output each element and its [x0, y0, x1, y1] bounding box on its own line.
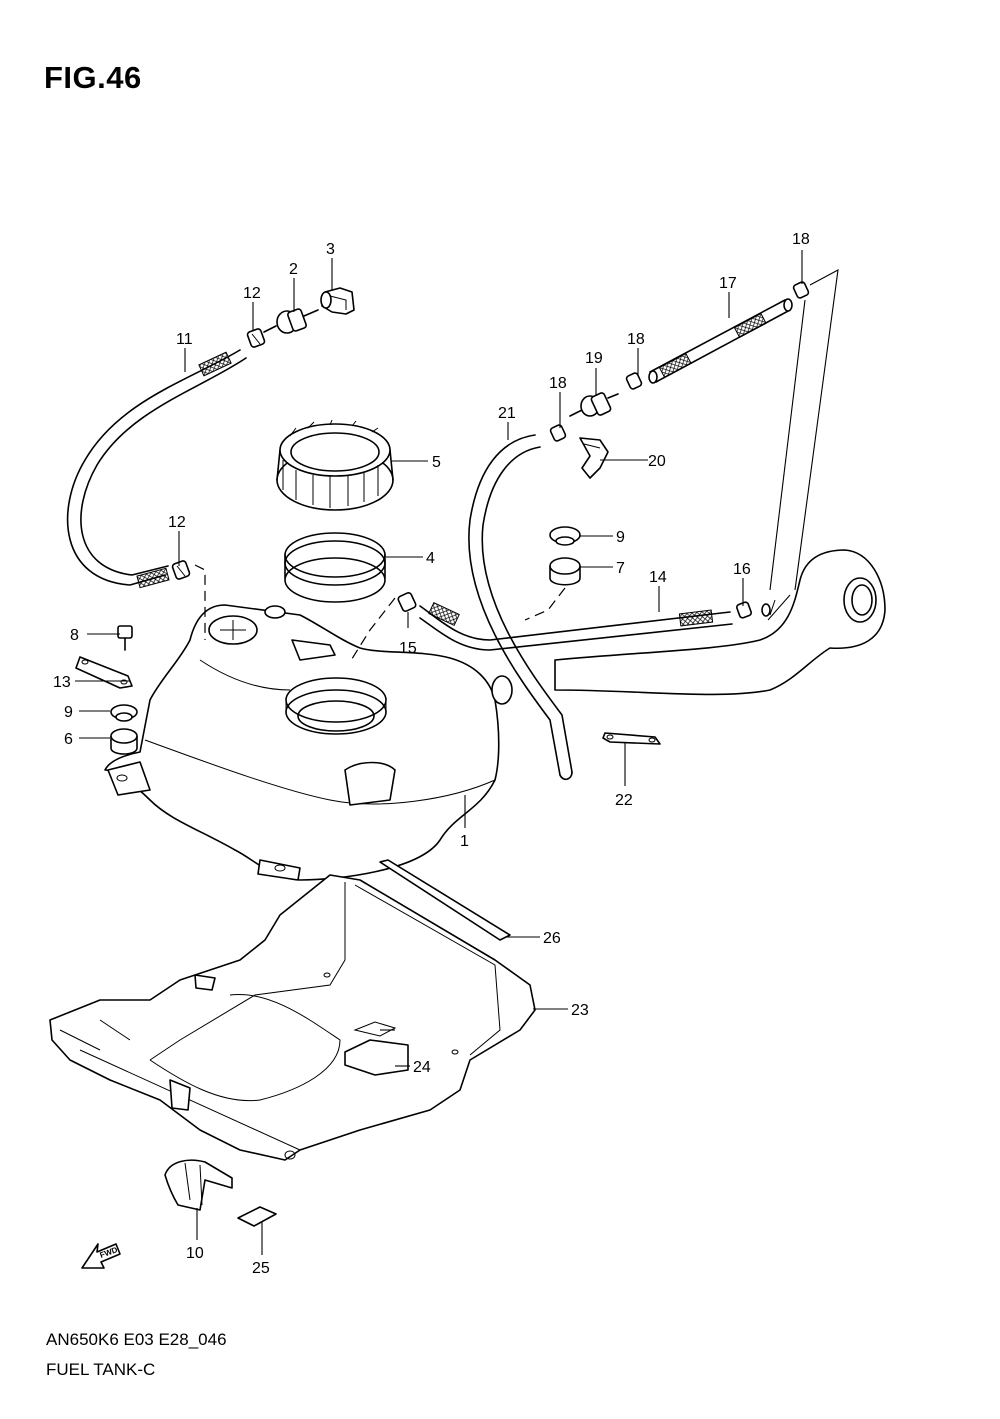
callout-21: 21 [498, 405, 516, 422]
callout-6: 6 [64, 731, 73, 748]
valve-19 [569, 392, 619, 417]
rubber-6 [110, 728, 138, 755]
clamp-18-top [792, 281, 810, 299]
ring-cap-5 [276, 419, 394, 511]
bracket-13 [75, 656, 133, 689]
clamp-16 [736, 601, 752, 619]
callout-15: 15 [399, 640, 417, 657]
clamp-18-left [549, 424, 567, 442]
callout-11: 11 [176, 331, 193, 348]
callout-16: 16 [733, 561, 751, 578]
figure-title: FIG.46 [44, 60, 142, 95]
callout-20: 20 [648, 453, 666, 470]
bracket-3 [320, 287, 355, 315]
valve-2 [263, 308, 319, 334]
under-cover-23 [49, 874, 536, 1161]
fwd-arrow-icon: FWD [81, 1243, 121, 1269]
callout-10: 10 [186, 1245, 204, 1262]
callout-24: 24 [413, 1059, 431, 1076]
rubber-7 [549, 557, 581, 586]
clamp-12-upper [246, 328, 266, 348]
callout-5: 5 [432, 454, 441, 471]
callout-23: 23 [571, 1002, 589, 1019]
callout-19: 19 [585, 350, 603, 367]
hose-11 [66, 349, 247, 589]
clamp-15 [397, 591, 417, 613]
diagram-name: FUEL TANK-C [46, 1360, 156, 1379]
callout-4: 4 [426, 550, 435, 567]
washer-9-right [549, 526, 581, 546]
callout-18-left: 18 [549, 375, 567, 392]
callout-14: 14 [649, 569, 667, 586]
callout-8: 8 [70, 627, 79, 644]
pad-24 [344, 1021, 409, 1076]
callout-22: 22 [615, 792, 633, 809]
gasket-4 [284, 532, 386, 603]
clamp-18-mid [625, 372, 643, 390]
callout-9-left: 9 [64, 704, 73, 721]
hose-21 [468, 434, 573, 781]
callout-12-lower: 12 [168, 514, 186, 531]
callout-18-top: 18 [792, 231, 810, 248]
hose-17 [648, 298, 793, 384]
filler-neck [554, 549, 886, 696]
hose-14 [419, 601, 733, 651]
clamp-12-lower [171, 560, 191, 580]
callout-labels: 3 2 12 11 5 4 12 8 13 9 6 1 15 21 18 19 … [53, 231, 810, 1277]
callout-26: 26 [543, 930, 561, 947]
callout-12-upper: 12 [243, 285, 261, 302]
holder-20 [579, 437, 609, 479]
callout-18-mid: 18 [627, 331, 645, 348]
callout-2: 2 [289, 261, 298, 278]
strip-26 [379, 859, 511, 941]
callout-1: 1 [460, 833, 469, 850]
leader-lines [75, 250, 839, 1255]
callout-3: 3 [326, 241, 335, 258]
diagram-code: AN650K6 E03 E28_046 [46, 1330, 227, 1349]
callout-7: 7 [616, 560, 625, 577]
callout-25: 25 [252, 1260, 270, 1277]
washer-9-left [110, 704, 138, 722]
pad-25 [237, 1206, 277, 1227]
fuel-tank-1 [104, 604, 513, 881]
callout-9-right: 9 [616, 529, 625, 546]
callout-13: 13 [53, 674, 71, 691]
callout-17: 17 [719, 275, 737, 292]
bracket-22 [602, 732, 661, 745]
cushion-10 [164, 1159, 233, 1211]
bolt-8 [117, 625, 133, 651]
